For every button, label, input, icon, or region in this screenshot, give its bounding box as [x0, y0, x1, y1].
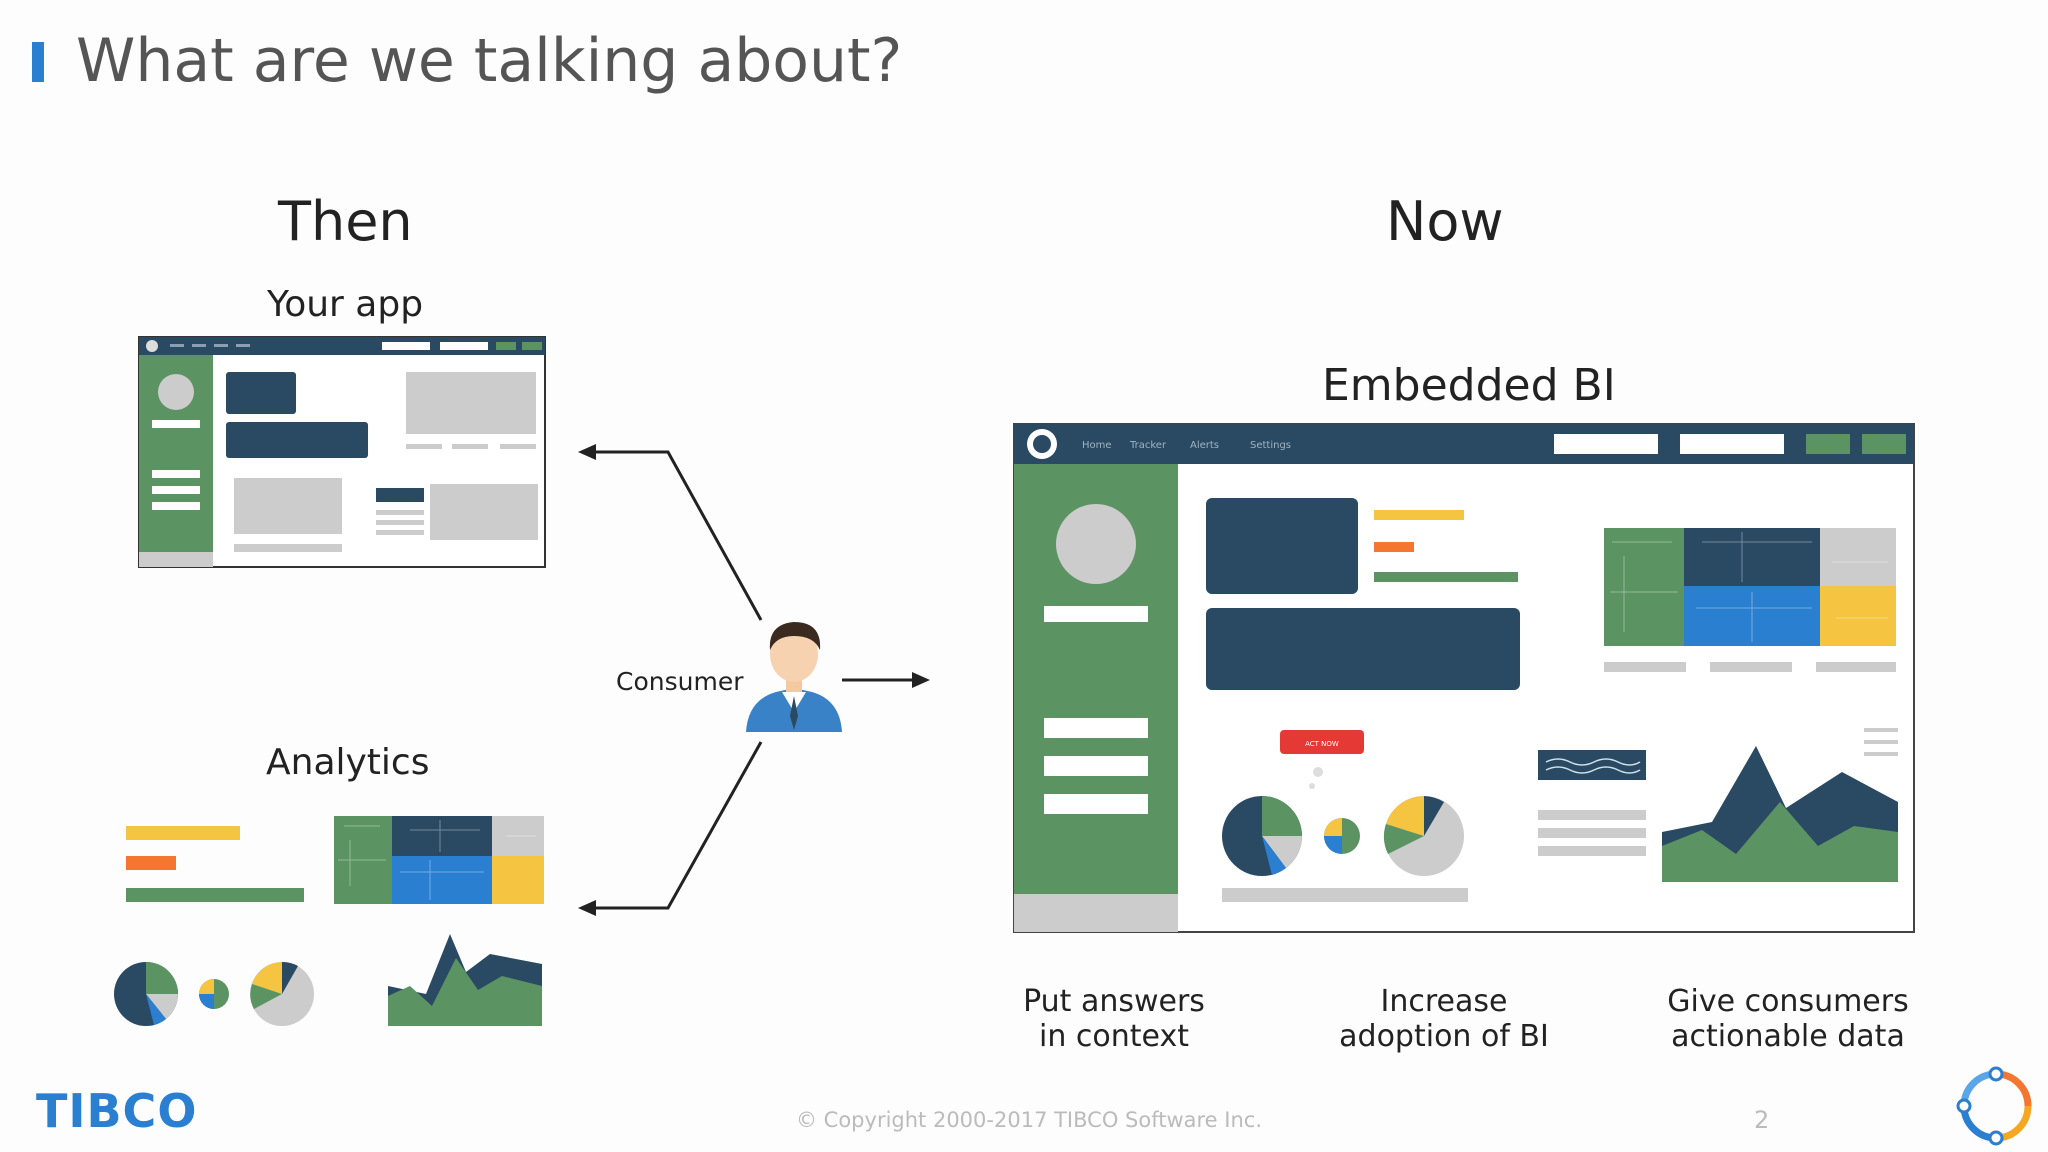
your-app-mockup	[138, 336, 546, 568]
analytics-label: Analytics	[266, 742, 430, 783]
embedded-treemap	[1604, 528, 1896, 646]
person-icon	[746, 622, 842, 732]
embedded-bi-label: Embedded BI	[1322, 360, 1616, 411]
now-heading: Now	[1386, 190, 1504, 253]
analytics-pie-1	[114, 962, 178, 1026]
svg-text:ACT NOW: ACT NOW	[1305, 740, 1339, 748]
embedded-pie-1	[1222, 796, 1302, 876]
embedded-area-chart	[1662, 746, 1898, 882]
page-number: 2	[1754, 1106, 1770, 1134]
embedded-pie-2	[1324, 818, 1360, 854]
svg-text:Tracker: Tracker	[1129, 440, 1167, 451]
tibco-circle-icon	[1956, 1066, 2032, 1146]
then-heading: Then	[278, 190, 413, 253]
arrow-left-icon	[578, 444, 596, 460]
analytics-pie-2	[199, 979, 229, 1009]
svg-text:Alerts: Alerts	[1190, 440, 1219, 451]
benefit-increase-adoption: Increase adoption of BI	[1339, 984, 1549, 1054]
analytics-widgets	[114, 816, 544, 1026]
slide-title: What are we talking about?	[76, 26, 903, 96]
svg-text:Home: Home	[1082, 440, 1112, 451]
copyright-text: © Copyright 2000-2017 TIBCO Software Inc…	[796, 1108, 1262, 1132]
your-app-label: Your app	[267, 284, 424, 325]
analytics-area-chart	[388, 934, 542, 1026]
consumer-label: Consumer	[616, 667, 744, 696]
consumer-flow-arrows	[578, 444, 930, 916]
benefit-put-answers: Put answers in context	[1023, 984, 1205, 1054]
title-accent-bar	[32, 42, 44, 82]
analytics-treemap	[334, 816, 544, 904]
tibco-logo: TIBCO	[36, 1084, 198, 1138]
analytics-pie-3	[250, 961, 314, 1026]
benefit-actionable-data: Give consumers actionable data	[1667, 984, 1909, 1054]
arrow-right-icon	[912, 672, 930, 688]
arrow-left-icon	[578, 900, 596, 916]
embedded-pie-3	[1383, 796, 1464, 876]
svg-text:Settings: Settings	[1250, 440, 1291, 451]
embedded-bi-mockup: Home Tracker Alerts Settings ACT	[1013, 423, 1915, 933]
